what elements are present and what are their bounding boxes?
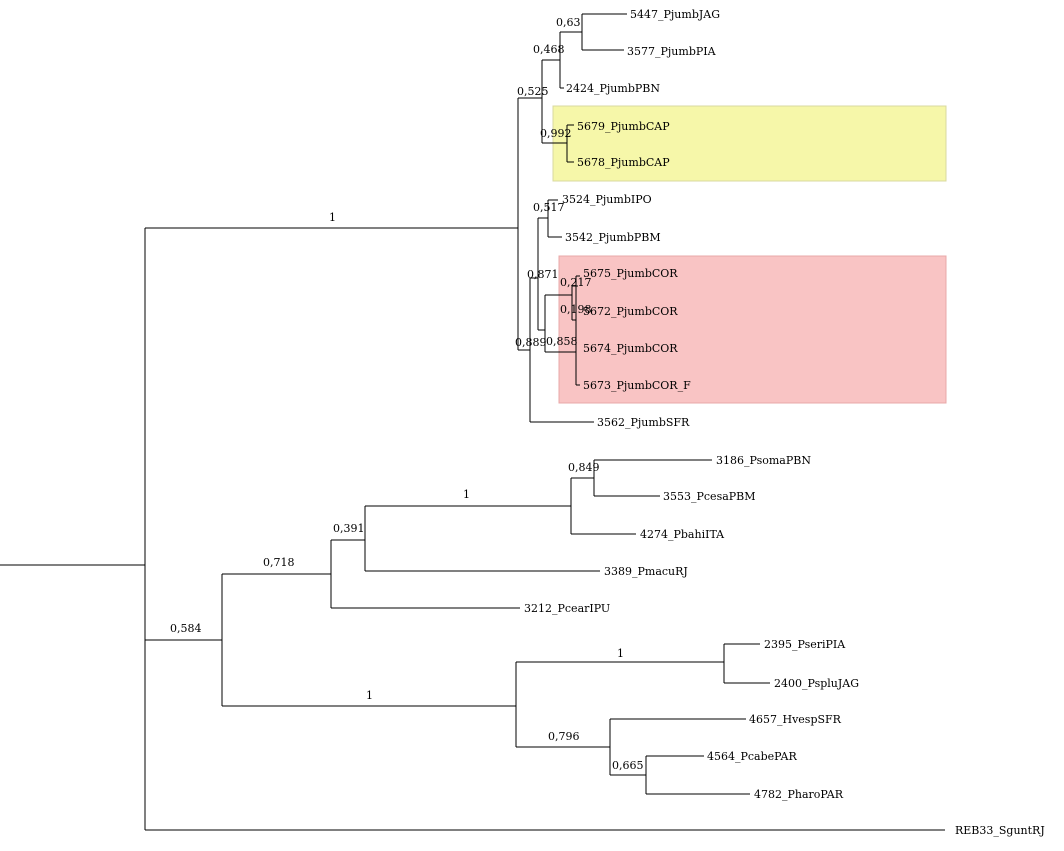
taxon-label: 5673_PjumbCOR_F [583, 379, 691, 392]
support-value: 0,871 [527, 268, 559, 281]
support-value: 0,468 [533, 43, 565, 56]
taxon-label: 5678_PjumbCAP [577, 156, 670, 169]
taxon-label: 4274_PbahiITA [640, 528, 725, 541]
support-value: 0,849 [568, 461, 600, 474]
support-value: 1 [366, 689, 373, 702]
taxon-label: 3186_PsomaPBN [716, 454, 811, 467]
support-value: 0,665 [612, 759, 644, 772]
taxon-label: 5679_PjumbCAP [577, 120, 670, 133]
support-value: 0,63 [556, 16, 581, 29]
highlight-box-cor [558, 255, 947, 404]
support-value: 0,517 [533, 201, 565, 214]
support-value: 0,992 [540, 127, 572, 140]
support-value: 1 [463, 488, 470, 501]
support-value: 0,858 [546, 335, 578, 348]
taxon-label: 2424_PjumbPBN [566, 82, 660, 95]
taxon-label: 3524_PjumbIPO [562, 193, 652, 206]
taxon-label: REB33_SguntRJ [955, 824, 1045, 837]
taxon-label: 5447_PjumbJAG [630, 8, 720, 21]
taxon-label: 4782_PharoPAR [754, 788, 844, 801]
support-value: 0,217 [560, 276, 592, 289]
taxon-label: 3212_PcearIPU [524, 602, 610, 615]
taxon-label: 3389_PmacuRJ [604, 565, 688, 578]
support-values: 0,63 0,468 0,525 0,992 0,517 0,871 0,217… [170, 16, 644, 772]
taxon-label: 3553_PcesaPBM [663, 490, 756, 503]
taxon-label: 5674_PjumbCOR [583, 342, 678, 355]
taxon-label: 4657_HvespSFR [749, 713, 842, 726]
support-value: 0,889 [515, 336, 547, 349]
support-value: 0,718 [263, 556, 295, 569]
support-value: 0,198 [560, 303, 592, 316]
taxon-label: 3542_PjumbPBM [565, 231, 661, 244]
support-value: 0,584 [170, 622, 202, 635]
taxon-labels: 5447_PjumbJAG 3577_PjumbPIA 2424_PjumbPB… [524, 8, 1045, 837]
taxon-label: 5675_PjumbCOR [583, 267, 678, 280]
taxon-label: 2395_PseriPIA [764, 638, 846, 651]
support-value: 1 [329, 211, 336, 224]
taxon-label: 2400_PspluJAG [774, 677, 859, 690]
taxon-label: 3562_PjumbSFR [597, 416, 690, 429]
taxon-label: 5672_PjumbCOR [583, 305, 678, 318]
highlight-box-cap [552, 105, 947, 182]
support-value: 0,391 [333, 522, 365, 535]
support-value: 1 [617, 647, 624, 660]
taxon-label: 4564_PcabePAR [707, 750, 798, 763]
support-value: 0,796 [548, 730, 580, 743]
support-value: 0,525 [517, 85, 549, 98]
tree-branches [0, 13, 945, 831]
taxon-label: 3577_PjumbPIA [627, 45, 717, 58]
